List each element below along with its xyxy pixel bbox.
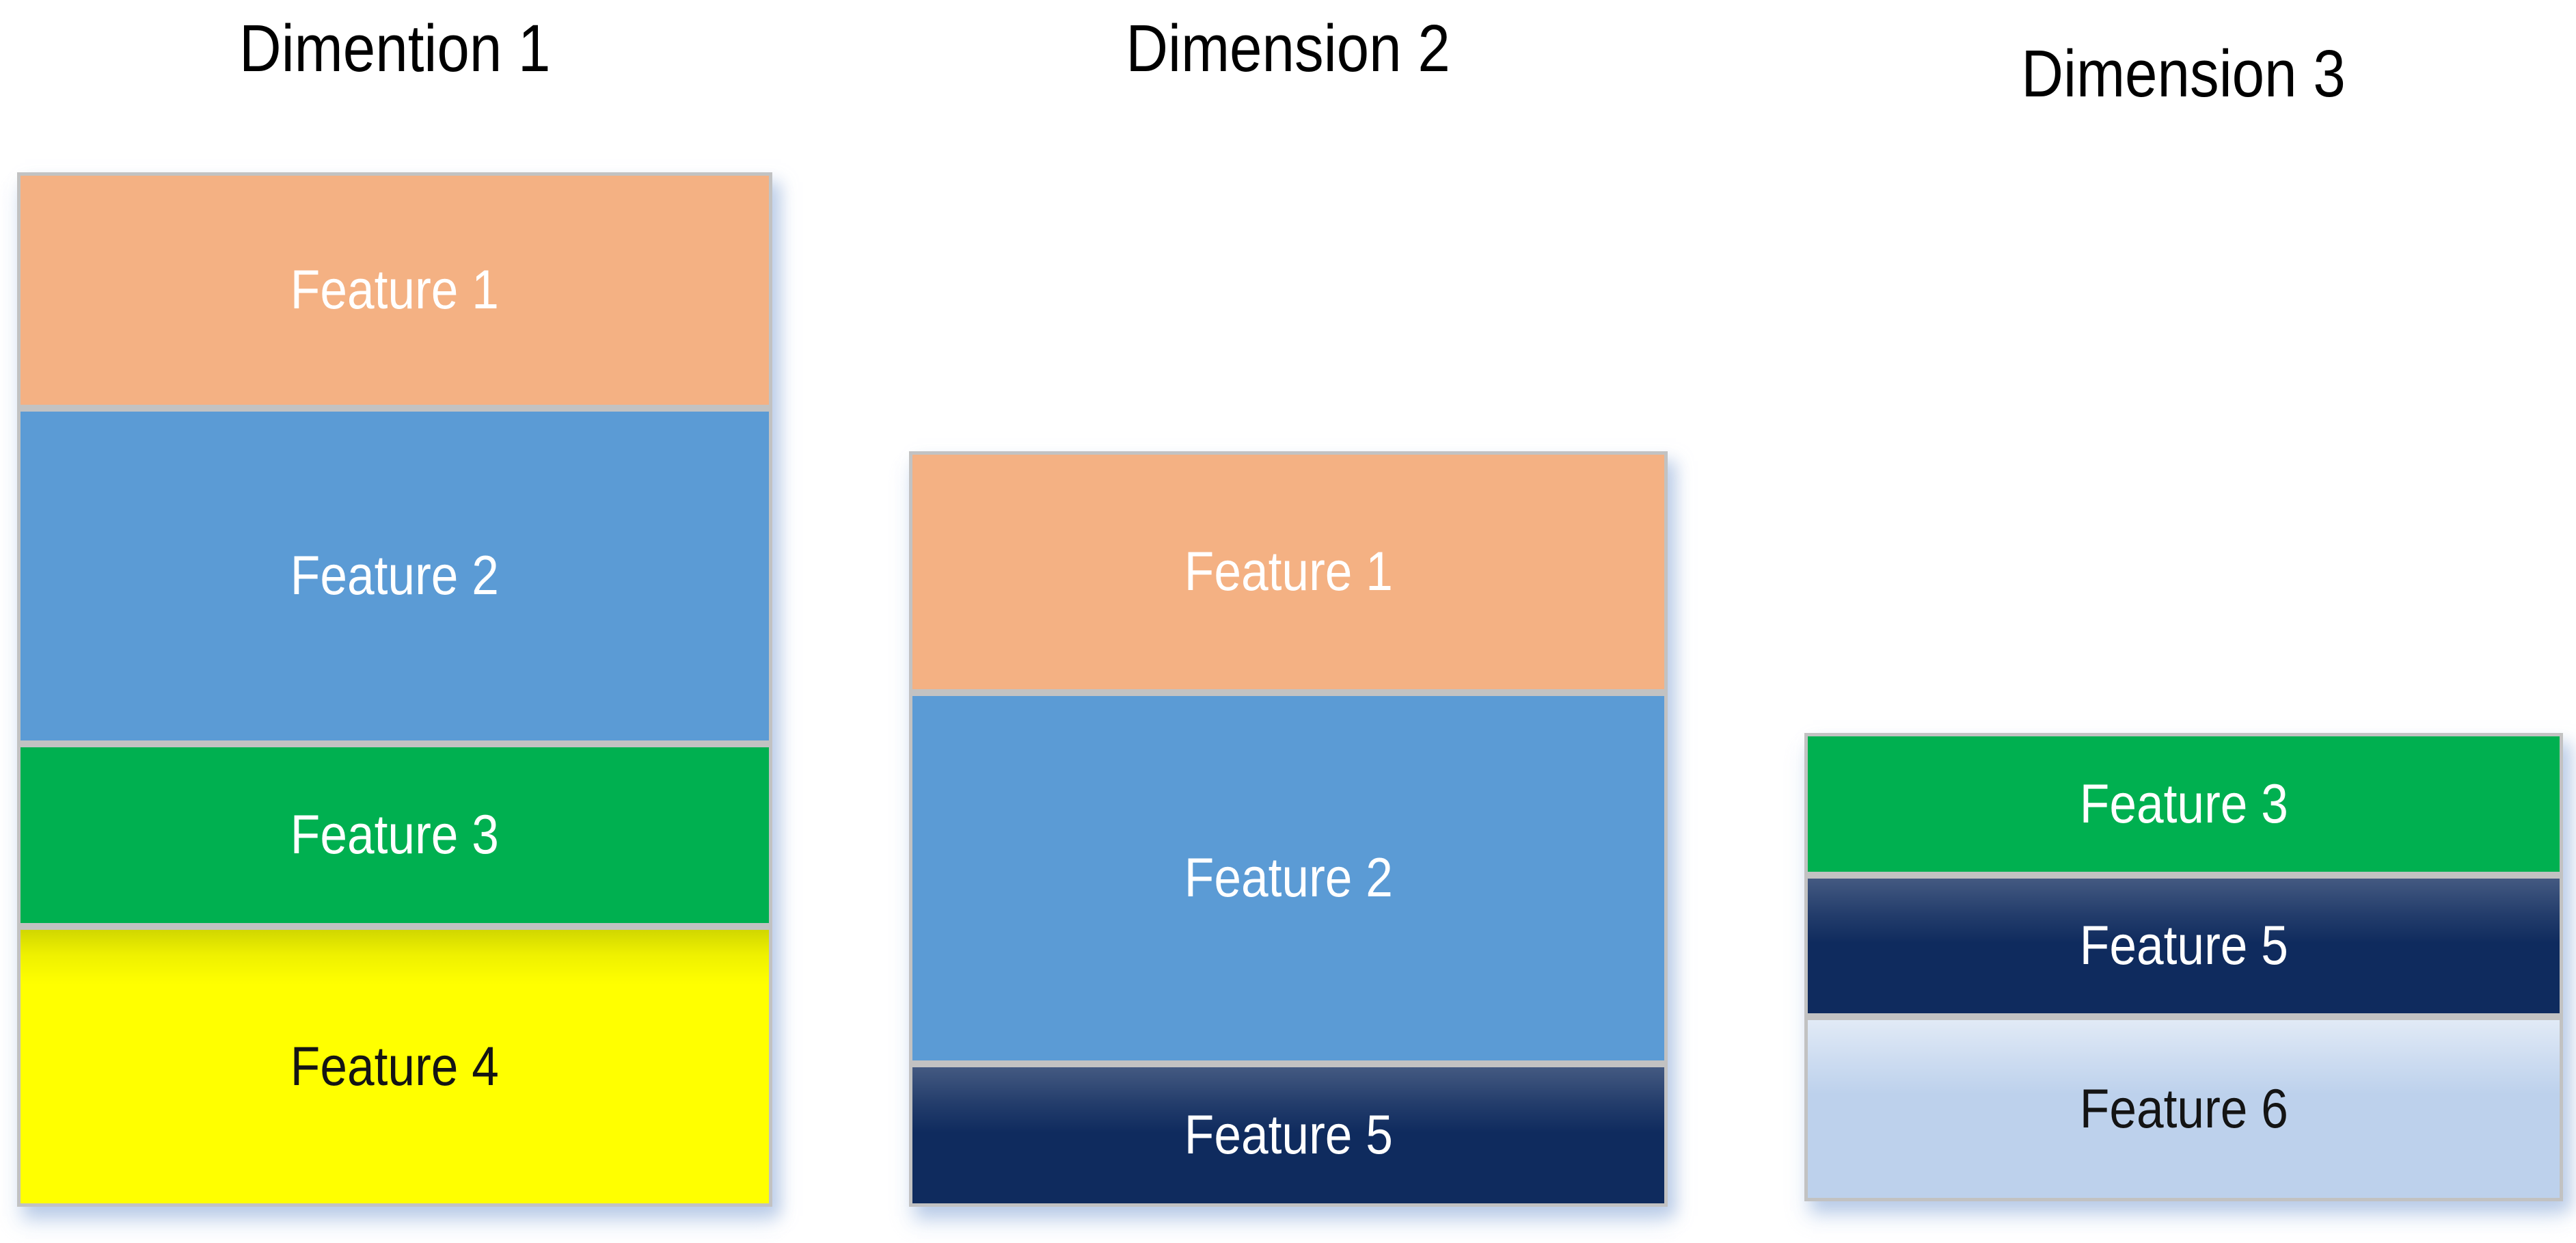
feature-label: Feature 6 <box>2079 1078 2288 1140</box>
feature-label: Feature 1 <box>1184 541 1393 602</box>
feature-label: Feature 2 <box>1184 847 1393 909</box>
feature-label: Feature 5 <box>2079 915 2288 976</box>
feature-block-feature-1: Feature 1 <box>17 172 772 408</box>
feature-label: Feature 5 <box>1184 1104 1393 1166</box>
dimension-2-feature-stack: Feature 1 Feature 2 Feature 5 <box>909 451 1668 1207</box>
feature-block-feature-6: Feature 6 <box>1804 1017 2563 1201</box>
column-title-dimension-2: Dimension 2 <box>909 12 1668 85</box>
feature-label: Feature 3 <box>2079 773 2288 835</box>
column-title-dimension-2-text: Dimension 2 <box>1126 11 1451 85</box>
column-title-dimension-3: Dimension 3 <box>1804 36 2563 111</box>
feature-block-feature-2: Feature 2 <box>17 408 772 744</box>
dimension-1-feature-stack: Feature 1 Feature 2 Feature 3 Feature 4 <box>17 172 772 1207</box>
dimension-3-feature-stack: Feature 3 Feature 5 Feature 6 <box>1804 733 2563 1201</box>
column-title-dimension-3-text: Dimension 3 <box>2021 36 2346 111</box>
feature-block-feature-3: Feature 3 <box>1804 733 2563 875</box>
feature-block-feature-3: Feature 3 <box>17 744 772 926</box>
column-title-dimension-1-text: Dimention 1 <box>239 11 551 85</box>
column-title-dimension-1: Dimention 1 <box>17 12 772 85</box>
feature-block-feature-2: Feature 2 <box>909 693 1668 1064</box>
feature-block-feature-5: Feature 5 <box>1804 875 2563 1017</box>
feature-block-feature-4: Feature 4 <box>17 926 772 1207</box>
feature-label: Feature 2 <box>290 545 500 606</box>
feature-label: Feature 4 <box>290 1035 500 1097</box>
feature-block-feature-5: Feature 5 <box>909 1064 1668 1207</box>
feature-label: Feature 3 <box>290 804 500 866</box>
feature-label: Feature 1 <box>290 259 500 321</box>
feature-block-feature-1: Feature 1 <box>909 451 1668 693</box>
